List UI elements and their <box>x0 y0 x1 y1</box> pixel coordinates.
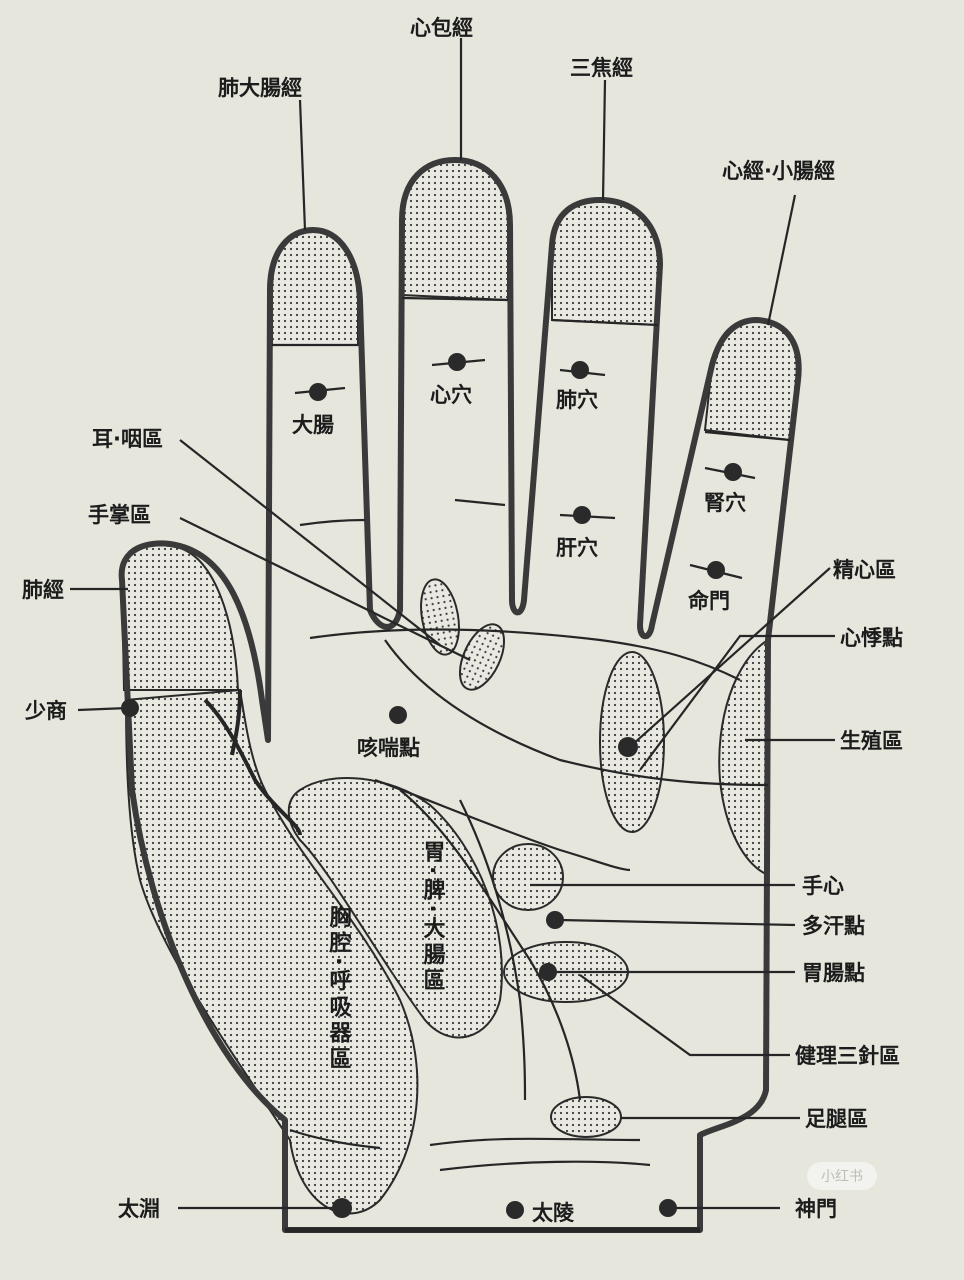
leader-essence-heart <box>631 567 831 746</box>
label-palpitation: 心悸點 <box>840 626 903 650</box>
label-three-needles: 健理三針區 <box>795 1044 900 1068</box>
point-daling <box>506 1201 524 1219</box>
thumb-tip-zone <box>120 544 240 691</box>
label-triple-burner-meridian: 三焦經 <box>570 56 633 80</box>
label-essence-heart: 精心區 <box>833 558 896 582</box>
wrist-crease-1 <box>429 1137 641 1147</box>
label-stomach-spleen-li: 胃·脾·大腸區 <box>420 840 446 995</box>
index-crease-2 <box>299 518 366 527</box>
label-palm-center: 手心 <box>802 874 844 898</box>
thumb-base-crease <box>289 1128 381 1150</box>
middle-crease-2 <box>454 498 506 507</box>
label-taiyuan: 太淵 <box>118 1197 160 1221</box>
leader-three-needles <box>579 974 790 1057</box>
ear-throat-zone <box>420 578 460 656</box>
label-chest-respiratory: 胸腔·呼吸器區 <box>326 904 353 1073</box>
point-cough-asthma <box>389 706 407 724</box>
leader-triple-burner <box>601 79 607 201</box>
point-stomach-intestine <box>539 963 557 981</box>
leader-heart-si <box>766 194 797 326</box>
point-taiyuan <box>332 1198 352 1218</box>
leader-palm-zone <box>179 517 471 661</box>
label-shaoshang: 少商 <box>24 699 67 723</box>
point-palpitation <box>618 737 638 757</box>
little-tip-zone <box>703 318 800 442</box>
label-lung-point: 肺穴 <box>556 388 598 412</box>
label-pericardium-meridian: 心包經 <box>410 16 473 40</box>
leader-ear-throat <box>179 439 441 646</box>
watermark-pill <box>807 1162 877 1190</box>
point-mingmen <box>707 561 725 579</box>
point-shenmen <box>659 1199 677 1217</box>
point-sweating <box>546 911 564 929</box>
palm-line-2 <box>459 799 527 1101</box>
ring-crease <box>551 318 659 327</box>
label-heart-point: 心穴 <box>430 383 472 407</box>
hand-outline <box>118 157 802 1233</box>
heart-line <box>309 628 741 681</box>
thumb-inner-line <box>203 698 302 836</box>
point-liver <box>573 506 591 524</box>
point-heart <box>448 353 466 371</box>
label-kidney-point: 腎穴 <box>704 491 746 515</box>
label-lung-li-meridian: 肺大腸經 <box>218 76 302 100</box>
label-shenmen: 神門 <box>795 1197 837 1221</box>
life-line <box>374 778 631 872</box>
label-cough-asthma: 咳喘點 <box>357 736 420 760</box>
fate-line <box>399 789 582 1101</box>
label-mingmen: 命門 <box>688 589 730 613</box>
label-reproductive: 生殖區 <box>840 729 903 753</box>
label-daling: 太陵 <box>532 1201 575 1225</box>
head-line <box>384 639 769 787</box>
label-liver-point: 肝穴 <box>556 536 598 560</box>
label-stomach-intestine: 胃腸點 <box>802 961 865 985</box>
palm-center-zone <box>492 843 564 911</box>
thumb-crease <box>230 689 242 756</box>
label-ear-throat: 耳·咽區 <box>92 427 163 451</box>
leader-shaoshang <box>77 706 129 712</box>
leader-lung-li <box>298 99 307 231</box>
label-lung-meridian: 肺經 <box>22 578 64 602</box>
watermark-brand: 小红书 <box>821 1169 863 1185</box>
point-shaoshang <box>121 699 139 717</box>
leader-palpitation <box>639 634 835 771</box>
label-palm-zone: 手掌區 <box>88 503 151 527</box>
point-large-intestine <box>309 383 327 401</box>
label-foot-leg: 足腿區 <box>805 1107 868 1131</box>
reproductive-zone <box>718 638 769 877</box>
wrist-crease-2 <box>439 1160 651 1172</box>
label-heart-si-meridian: 心經·小腸經 <box>722 159 835 183</box>
middle-crease <box>401 296 509 302</box>
chest-respiratory-zone <box>124 688 419 1215</box>
little-crease <box>704 430 791 442</box>
palm-zone <box>458 623 506 691</box>
label-sweating: 多汗點 <box>802 914 865 938</box>
foot-leg-zone <box>550 1096 622 1138</box>
point-kidney <box>724 463 742 481</box>
middle-tip-zone <box>401 158 509 302</box>
point-lung <box>571 361 589 379</box>
leader-sweating <box>559 918 796 927</box>
label-large-intestine: 大腸 <box>292 413 334 437</box>
